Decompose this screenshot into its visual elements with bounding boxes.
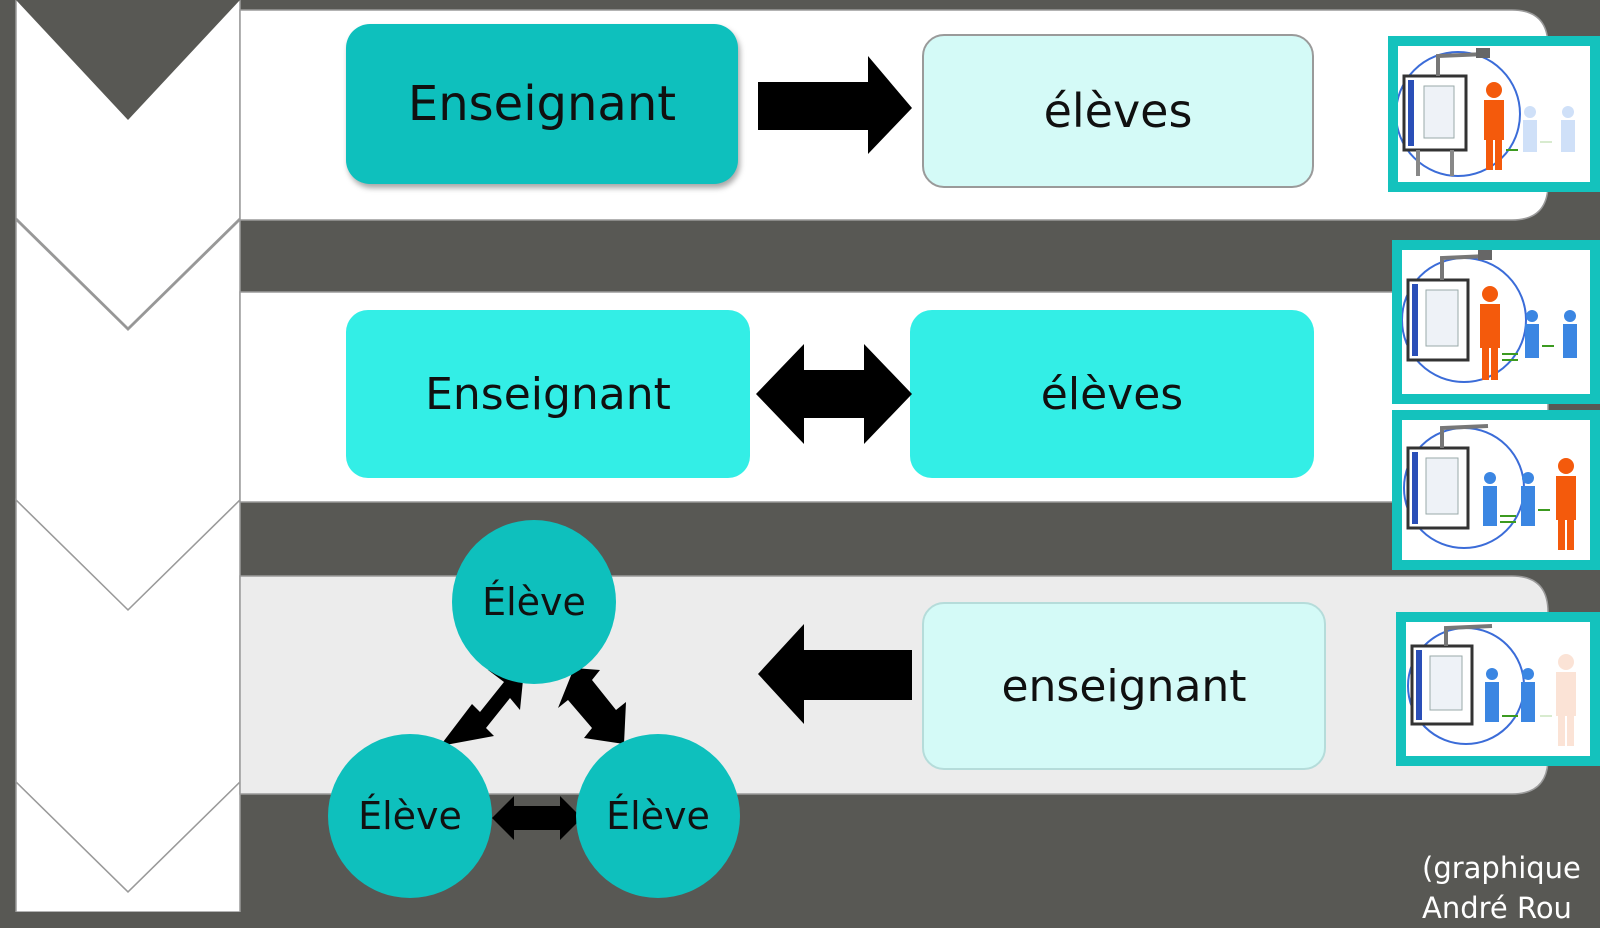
whiteboard-exchange-icon <box>1392 240 1600 404</box>
chevron-notch-top <box>16 0 240 120</box>
row3-teacher-box: enseignant <box>922 602 1326 770</box>
whiteboard-teacher-icon <box>1388 36 1600 192</box>
arrow-right-icon <box>758 56 912 154</box>
student-label: Élève <box>606 794 710 838</box>
image-credit: (graphique André Rou <box>1422 848 1581 928</box>
arrow-left-icon <box>758 624 912 724</box>
peer-arrow-left-icon <box>440 668 524 746</box>
chevron-4 <box>15 780 241 912</box>
row2-students-box: élèves <box>910 310 1314 478</box>
chevron-1 <box>15 0 241 330</box>
peer-arrow-bottom-icon <box>492 796 582 840</box>
row1-teacher-label: Enseignant <box>407 76 677 132</box>
student-label: Élève <box>358 794 462 838</box>
chevron-band <box>15 0 241 912</box>
student-circle-right: Élève <box>576 734 740 898</box>
row2-teacher-box: Enseignant <box>346 310 750 478</box>
row2-teacher-label: Enseignant <box>425 368 671 420</box>
peer-arrow-right-icon <box>558 668 626 744</box>
credit-line-1: (graphique <box>1422 851 1581 885</box>
student-circle-left: Élève <box>328 734 492 898</box>
whiteboard-peer-icon <box>1396 612 1600 766</box>
row2-students-label: élèves <box>1040 368 1184 420</box>
row1-students-box: élèves <box>922 34 1314 188</box>
row3-teacher-label: enseignant <box>1001 660 1247 712</box>
whiteboard-student-led-icon <box>1392 410 1600 570</box>
credit-line-2: André Rou <box>1422 891 1572 925</box>
row1-students-label: élèves <box>1043 84 1193 138</box>
double-arrow-icon <box>756 344 912 444</box>
row1-teacher-box: Enseignant <box>346 24 738 184</box>
student-label: Élève <box>482 580 586 624</box>
student-circle-top: Élève <box>452 520 616 684</box>
